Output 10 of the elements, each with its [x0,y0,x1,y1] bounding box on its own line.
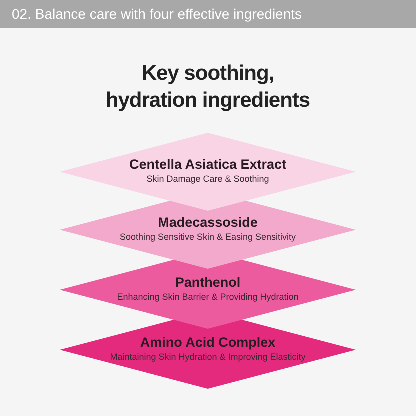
title: Key soothing, hydration ingredients [104,61,312,114]
ingredient-benefit: Enhancing Skin Barrier & Providing Hydration [117,292,299,302]
ingredient-benefit: Skin Damage Care & Soothing [146,174,270,184]
ingredient-name: Madecassoside [158,214,258,230]
ingredient-benefit: Soothing Sensitive Skin & Easing Sensitivity [120,232,296,242]
ingredient-name: Amino Acid Complex [140,334,276,350]
ingredient-benefit: Maintaining Skin Hydration & Improving Elasticity [110,352,306,362]
ingredient-name: Panthenol [175,274,241,290]
section-heading: 02. Balance care with four effective ingredients [12,6,302,22]
ingredient-name: Centella Asiatica Extract [129,156,287,172]
